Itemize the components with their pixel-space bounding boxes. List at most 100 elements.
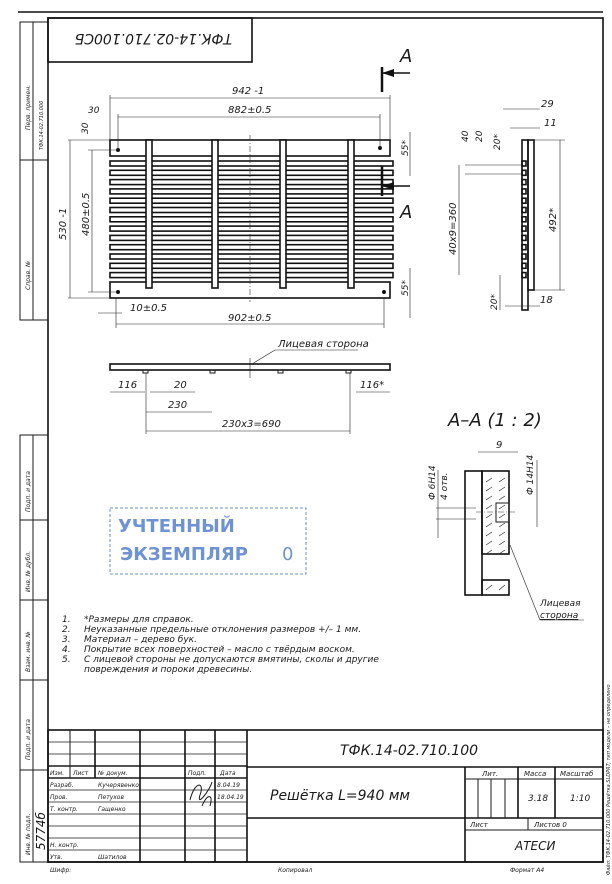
tb-shifr: Шифр: xyxy=(50,867,71,874)
section-mark-bottom: А xyxy=(399,202,412,223)
tb-massa: Масса xyxy=(524,770,546,778)
side-tooth xyxy=(521,262,527,270)
dim-board-bottom: 55* xyxy=(401,280,411,296)
section-face-label-2: сторона xyxy=(540,611,578,621)
podp-data-label-1: Подп. и дата xyxy=(25,471,32,512)
hatch-line xyxy=(485,540,493,546)
dim-hole-count: 4 отв. xyxy=(440,472,450,500)
crossbar xyxy=(211,139,219,289)
slat xyxy=(109,188,394,195)
side-view: 29 11 40 20 20* 40x9=360 492* 20* 18 xyxy=(448,99,565,311)
slat xyxy=(109,234,394,242)
inv-podl-value: 5774б xyxy=(34,811,48,850)
podp-data-label-2: Подп. и дата xyxy=(25,719,32,760)
dim-hole-large: Ф 14Н14 xyxy=(526,454,536,495)
side-tooth xyxy=(521,178,527,186)
slat xyxy=(109,169,394,177)
tb-col-izm: Изм. xyxy=(50,770,64,777)
slat xyxy=(109,178,394,186)
side-tooth xyxy=(521,197,527,204)
dim-side-40: 40 xyxy=(461,130,471,142)
side-tooth xyxy=(521,243,527,251)
dim-edge: 10±0.5 xyxy=(130,303,167,314)
accounting-stamp: УЧТЕННЫЙ ЭКЗЕМПЛЯР 0 xyxy=(109,507,307,575)
hatch-line xyxy=(498,495,506,501)
dim-front-total: 230x3=690 xyxy=(222,419,281,430)
hatch-line xyxy=(485,477,493,483)
dim-front-116: 116 xyxy=(118,380,137,391)
side-tooth xyxy=(521,216,527,223)
front-face-label: Лицевая сторона xyxy=(277,339,369,350)
slat xyxy=(109,197,394,204)
slat xyxy=(109,243,394,251)
inv-podl-label: Инв. № подл. xyxy=(25,814,32,855)
tb-razrab-name: Кучерявенко xyxy=(98,782,139,789)
dim-side-29: 29 xyxy=(541,99,554,110)
section-face-label-1: Лицевая xyxy=(539,599,581,609)
tb-format: Формат А4 xyxy=(510,867,544,874)
front-view: Лицевая сторона 116 20 230 116* 230x3=69… xyxy=(109,339,391,434)
hatch-line xyxy=(485,486,493,492)
slat xyxy=(109,206,394,214)
dim-hole-height: 480±0.5 xyxy=(81,193,92,236)
dim-side-20s: 20* xyxy=(493,134,503,150)
hatch-line xyxy=(485,504,493,510)
dim-side-20-bottom: 20* xyxy=(490,294,500,310)
tb-utv-name: Шатилов xyxy=(98,854,127,861)
hatch-line xyxy=(485,522,493,528)
note-text: повреждения и пороки древесины. xyxy=(84,665,252,675)
slat xyxy=(109,160,394,167)
slat xyxy=(109,253,394,260)
title-block: ТФК.14-02.710.100 Решётка L=940 мм Изм. … xyxy=(47,684,612,875)
side-tooth xyxy=(521,234,527,242)
tb-masshtab-value: 1:10 xyxy=(570,794,590,804)
slat xyxy=(109,271,394,279)
tb-nkontr: Н. контр. xyxy=(50,842,79,849)
section-mark-top: А xyxy=(399,46,412,67)
dim-board-top: 55* xyxy=(401,140,411,156)
tb-col-list: Лист xyxy=(72,770,89,777)
dim-front-230: 230 xyxy=(168,400,187,411)
hatch-line xyxy=(485,513,493,519)
vzam-inv-label: Взам. инв. № xyxy=(25,631,32,672)
tb-prov-date: 18.04.19 xyxy=(217,794,244,801)
note-text: Неуказанные предельные отклонения размер… xyxy=(84,625,361,635)
note-text: Покрытие всех поверхностей – масло с твё… xyxy=(84,645,355,655)
hole-mark xyxy=(381,289,386,294)
dim-bottom-span: 902±0.5 xyxy=(228,313,271,324)
slat xyxy=(109,225,394,232)
hatch-line xyxy=(485,495,493,501)
tb-masshtab: Масштаб xyxy=(560,770,594,778)
tb-file-info: Файл: ТФК.14-02.710.000 Решётка.SLDPRT; … xyxy=(606,684,612,875)
hatch-line xyxy=(498,549,506,555)
hatch-line xyxy=(498,522,506,528)
crossbar xyxy=(145,139,153,289)
dim-offset-x: 30 xyxy=(88,106,100,116)
tb-razrab: Разраб. xyxy=(50,782,74,789)
tb-kopiroval: Копировал xyxy=(278,867,312,874)
tb-designation: ТФК.14-02.710.100 xyxy=(340,743,478,759)
note-number: 5. xyxy=(62,655,71,665)
tb-listov: Листов 0 xyxy=(533,821,567,829)
dim-front-116s: 116* xyxy=(360,380,384,391)
note-text: *Размеры для справок. xyxy=(84,615,194,625)
dim-side-11: 11 xyxy=(544,118,557,129)
dim-side-18: 18 xyxy=(540,295,553,306)
hatch-line xyxy=(485,549,493,555)
dim-side-pitch: 40x9=360 xyxy=(448,203,459,255)
sprav-no-label: Справ. № xyxy=(25,261,32,290)
crossbar xyxy=(347,139,355,289)
note-number: 3. xyxy=(62,635,71,645)
slat xyxy=(109,216,394,223)
stamp-line-2: ЭКЗЕМПЛЯР xyxy=(120,544,248,565)
signature-icon xyxy=(201,796,212,807)
tb-prov: Пров. xyxy=(50,794,68,801)
slat xyxy=(109,262,394,270)
side-tooth xyxy=(521,160,527,167)
side-tooth xyxy=(521,169,527,177)
perv-primen-value: ТФК.14-02.710.000 xyxy=(39,101,45,150)
tb-list: Лист xyxy=(469,821,489,829)
hatch-line xyxy=(485,584,493,591)
dim-front-20: 20 xyxy=(174,380,187,391)
